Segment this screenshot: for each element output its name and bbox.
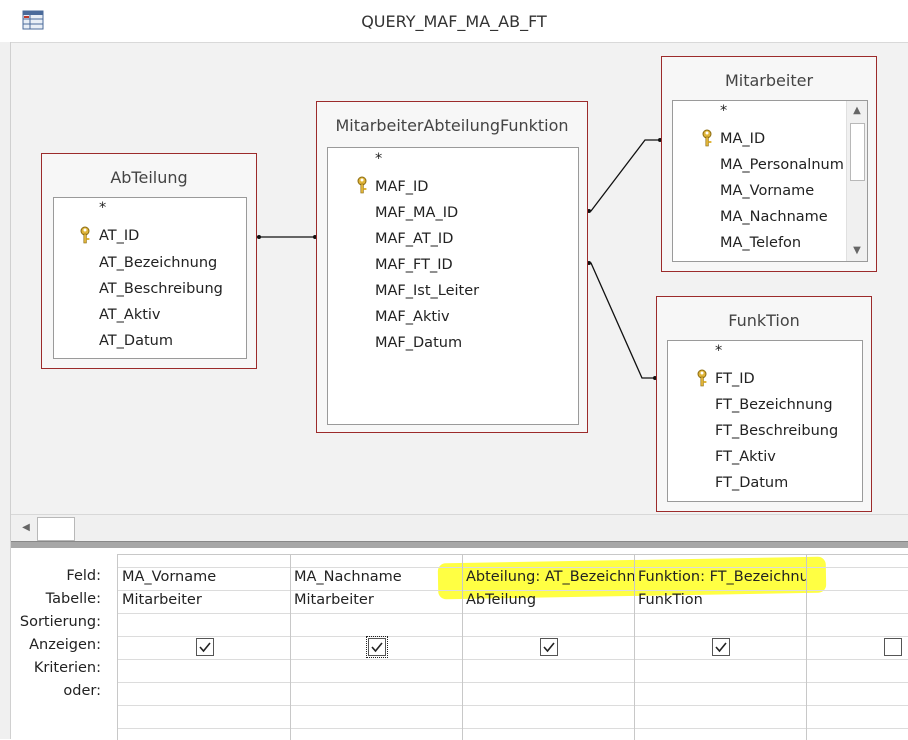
field-list[interactable]: * MAF_ID MAF_MA_ID MAF_AT_ID MAF_FT_ID M…: [327, 147, 579, 425]
window-title: QUERY_MAF_MA_AB_FT: [361, 12, 547, 31]
query-grid[interactable]: MA_Vorname Mitarbeiter MA_Nachname Mitar…: [117, 554, 908, 740]
key-icon: [697, 369, 707, 387]
field-ft-beschreibung[interactable]: FT_Beschreibung: [715, 423, 839, 439]
tabelle-cell[interactable]: FunkTion: [638, 592, 703, 608]
relation-line-funktion: [578, 262, 656, 379]
field-ma-id[interactable]: MA_ID: [720, 131, 766, 147]
row-label-sortierung: Sortierung:: [19, 614, 101, 630]
relation-line-mitarbeiter: [578, 139, 661, 212]
scroll-thumb[interactable]: [850, 123, 865, 181]
field-list[interactable]: * FT_ID FT_Bezeichnung FT_Beschreibung F…: [667, 340, 863, 502]
table-funktion[interactable]: FunkTion * FT_ID FT_Bezeichnung FT_Besch…: [656, 296, 872, 512]
field-list[interactable]: * AT_ID AT_Bezeichnung AT_Beschreibung A…: [53, 197, 247, 359]
key-icon: [80, 226, 90, 244]
table-title: Mitarbeiter: [724, 71, 814, 90]
tabelle-cell[interactable]: AbTeilung: [466, 592, 537, 608]
field-ft-id[interactable]: FT_ID: [715, 371, 755, 387]
field-ft-aktiv[interactable]: FT_Aktiv: [715, 449, 776, 465]
table-title: AbTeilung: [110, 168, 188, 187]
field-star[interactable]: *: [375, 151, 383, 167]
field-at-bezeichnung[interactable]: AT_Bezeichnung: [99, 255, 218, 271]
field-maf-at-id[interactable]: MAF_AT_ID: [375, 231, 454, 247]
table-abteilung[interactable]: AbTeilung * AT_ID AT_Bezeichnung AT_Besc…: [41, 153, 257, 369]
query-design-canvas[interactable]: AbTeilung * AT_ID AT_Bezeichnung AT_Besc…: [11, 42, 908, 515]
anzeigen-checkbox[interactable]: [366, 636, 388, 658]
scroll-left-arrow-icon[interactable]: ◀: [22, 522, 30, 533]
anzeigen-checkbox[interactable]: [712, 638, 730, 656]
field-maf-aktiv[interactable]: MAF_Aktiv: [375, 309, 450, 325]
field-at-beschreibung[interactable]: AT_Beschreibung: [99, 281, 223, 297]
feld-cell[interactable]: Funktion: FT_Bezeichnur: [638, 569, 806, 585]
field-at-aktiv[interactable]: AT_Aktiv: [99, 307, 161, 323]
field-ma-vorname[interactable]: MA_Vorname: [720, 183, 815, 199]
field-maf-ft-id[interactable]: MAF_FT_ID: [375, 257, 453, 273]
scroll-thumb[interactable]: [37, 517, 75, 541]
pane-splitter[interactable]: [11, 541, 908, 549]
scroll-up-arrow-icon[interactable]: ▲: [853, 105, 861, 116]
field-star[interactable]: *: [720, 103, 728, 119]
row-label-tabelle: Tabelle:: [45, 591, 101, 607]
key-icon: [702, 129, 712, 147]
scroll-down-arrow-icon[interactable]: ▼: [853, 245, 861, 256]
field-maf-id[interactable]: MAF_ID: [375, 179, 429, 195]
field-at-id[interactable]: AT_ID: [99, 228, 140, 244]
field-maf-ist-leiter[interactable]: MAF_Ist_Leiter: [375, 283, 480, 299]
row-label-feld: Feld:: [66, 568, 101, 584]
field-ma-nachname[interactable]: MA_Nachname: [720, 209, 828, 225]
field-ma-personalnum[interactable]: MA_Personalnum: [720, 157, 844, 173]
anzeigen-checkbox[interactable]: [196, 638, 214, 656]
title-bar: QUERY_MAF_MA_AB_FT: [0, 0, 908, 42]
feld-cell[interactable]: MA_Vorname: [122, 569, 217, 585]
feld-cell[interactable]: MA_Nachname: [294, 569, 402, 585]
table-mitarbeiter[interactable]: Mitarbeiter * MA_ID MA_Personalnum MA_Vo…: [661, 56, 877, 272]
field-at-datum[interactable]: AT_Datum: [99, 333, 173, 349]
canvas-horizontal-scrollbar[interactable]: ◀: [11, 514, 908, 541]
field-list-scrollbar[interactable]: ▲ ▼: [846, 101, 867, 261]
row-label-kriterien: Kriterien:: [33, 660, 101, 676]
anzeigen-checkbox[interactable]: [540, 638, 558, 656]
feld-cell[interactable]: Abteilung: AT_Bezeichnu: [466, 569, 634, 585]
anzeigen-checkbox[interactable]: [884, 638, 902, 656]
key-icon: [357, 176, 367, 194]
table-title: MitarbeiterAbteilungFunktion: [335, 116, 569, 135]
field-ft-datum[interactable]: FT_Datum: [715, 475, 789, 491]
row-label-oder: oder:: [63, 683, 101, 699]
field-maf-datum[interactable]: MAF_Datum: [375, 335, 463, 351]
left-edge: [0, 42, 11, 739]
field-maf-ma-id[interactable]: MAF_MA_ID: [375, 205, 459, 221]
tabelle-cell[interactable]: Mitarbeiter: [122, 592, 202, 608]
field-star[interactable]: *: [99, 200, 107, 216]
field-ma-telefon[interactable]: MA_Telefon: [720, 235, 802, 251]
query-datasheet-icon[interactable]: [22, 10, 44, 30]
field-star[interactable]: *: [715, 343, 723, 359]
field-list[interactable]: * MA_ID MA_Personalnum MA_Vorname MA_Nac…: [672, 100, 868, 262]
table-mitarbeiterabteilungfunktion[interactable]: MitarbeiterAbteilungFunktion * MAF_ID MA…: [316, 101, 588, 433]
table-title: FunkTion: [728, 311, 800, 330]
tabelle-cell[interactable]: Mitarbeiter: [294, 592, 374, 608]
field-ft-bezeichnung[interactable]: FT_Bezeichnung: [715, 397, 833, 413]
row-label-anzeigen: Anzeigen:: [29, 637, 101, 653]
